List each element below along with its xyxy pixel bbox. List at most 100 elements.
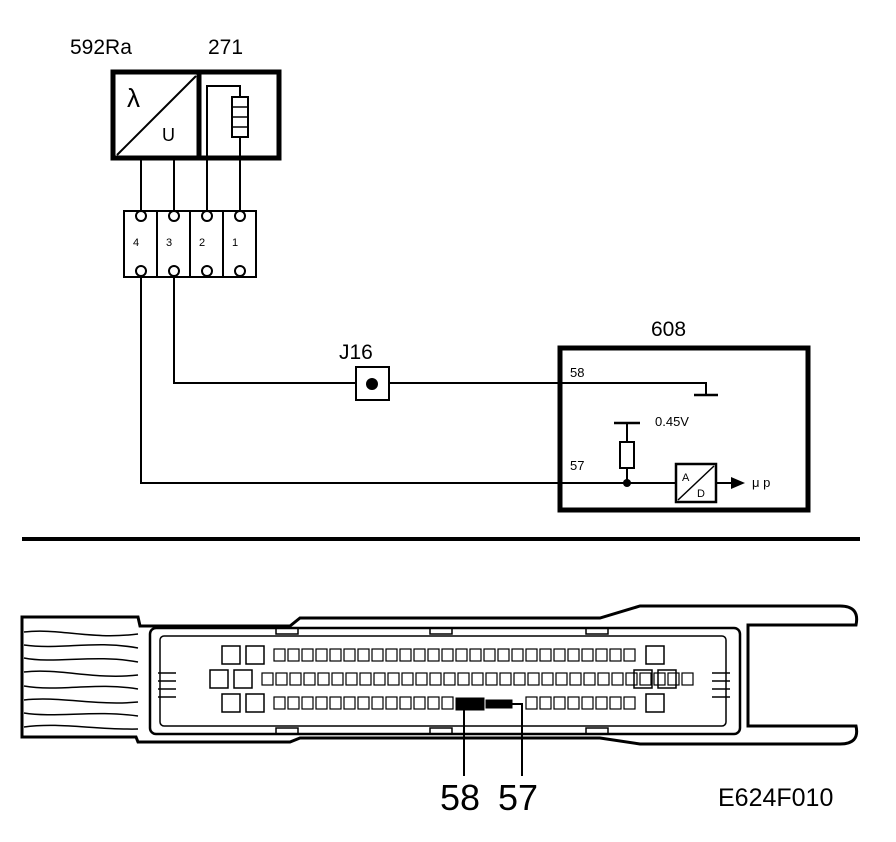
connector-pin-cell <box>373 672 386 686</box>
connector-pin-cell <box>567 648 580 662</box>
connector-pin-cell <box>569 672 582 686</box>
connector-pin-cell <box>623 648 636 662</box>
connector-pin-cell <box>273 648 286 662</box>
connector-pin-cell <box>359 672 372 686</box>
connector-pin-cell <box>401 672 414 686</box>
connector-pin-cell <box>483 648 496 662</box>
connector-pin-cell <box>329 648 342 662</box>
junction-label: J16 <box>339 341 373 364</box>
connector-pin-cell <box>443 672 456 686</box>
connector-pin-cell <box>357 696 370 710</box>
connector-pin-cell <box>653 672 666 686</box>
signal-wires <box>140 276 560 484</box>
connector-pin-cell <box>301 648 314 662</box>
connector-pin-cell <box>639 672 652 686</box>
connector-pin-cell <box>541 672 554 686</box>
connector-pin-cell <box>317 672 330 686</box>
connector-pin-cell <box>527 672 540 686</box>
connector-pin-cell <box>315 648 328 662</box>
connector-pin-cell <box>539 696 552 710</box>
connector-pin-cell <box>513 672 526 686</box>
connector-pin-cell <box>287 648 300 662</box>
wire-pin3-to-j16 <box>173 276 356 384</box>
connector-pin-cell <box>583 672 596 686</box>
connector-pin-cell <box>357 648 370 662</box>
connector-pin-cell <box>609 696 622 710</box>
ecu-pin-58-label: 58 <box>570 365 584 380</box>
lambda-symbol: λ <box>127 83 140 113</box>
connector-pin-cell <box>581 648 594 662</box>
adc-a-label: A <box>682 472 690 484</box>
connector-pin-cell <box>371 696 384 710</box>
connector-pin-cell <box>427 696 440 710</box>
connector-pin-cell <box>345 672 358 686</box>
connector-pin-cell <box>331 672 344 686</box>
connector-pin-cell <box>555 672 568 686</box>
connector-pin-cell <box>329 696 342 710</box>
ecu-id-label: 608 <box>651 318 686 341</box>
connector-pin-cell <box>289 672 302 686</box>
connector-pin-cell <box>667 672 680 686</box>
connector-pin-cell <box>441 696 454 710</box>
connector-pin-cell <box>525 648 538 662</box>
connector-pin-cell <box>681 672 694 686</box>
connector-pin-cell <box>429 672 442 686</box>
pin-57-highlight <box>485 699 513 709</box>
connector-pin-cell <box>497 648 510 662</box>
connector-pin-cell <box>399 648 412 662</box>
connector-pin-cell <box>427 648 440 662</box>
connector-pin-cell <box>455 648 468 662</box>
connector-pin-cell <box>399 696 412 710</box>
connector-pin-cell <box>485 672 498 686</box>
ecu-harness-connector <box>20 604 859 776</box>
connector-pin-cell <box>441 648 454 662</box>
bias-voltage-label: 0.45V <box>655 414 689 429</box>
ecu-pin-57-label: 57 <box>570 458 584 473</box>
connector-pin-cell <box>385 696 398 710</box>
connector-pin-cell <box>315 696 328 710</box>
pin-3-label: 3 <box>166 237 172 249</box>
pin-4-label: 4 <box>133 237 139 249</box>
connector-pin-cell <box>413 696 426 710</box>
connector-pin-cell <box>623 696 636 710</box>
connector-pin-cell <box>343 648 356 662</box>
connector-pin-cell <box>595 696 608 710</box>
callout-57-label: 57 <box>498 777 538 818</box>
connector-pin-cell <box>611 672 624 686</box>
connector-pin-cell <box>387 672 400 686</box>
bias-resistor-icon <box>619 441 635 469</box>
connector-pin-cell <box>511 648 524 662</box>
junction-j16: J16 <box>339 341 390 401</box>
four-pin-connector: 4 3 2 1 <box>123 210 257 278</box>
connector-pin-cell <box>273 696 286 710</box>
sensor-id-label: 592Ra <box>70 36 132 59</box>
pin-58-highlight <box>455 697 485 711</box>
oxygen-sensor-block: λ U 592Ra 271 <box>70 36 282 161</box>
mcu-label: μ p <box>752 475 770 490</box>
connector-pin-cell <box>595 648 608 662</box>
connector-pin-cell <box>469 648 482 662</box>
connector-pin-cell <box>343 696 356 710</box>
callout-58-label: 58 <box>440 777 480 818</box>
connector-pin-cell <box>471 672 484 686</box>
arrow-right-icon <box>731 477 745 489</box>
connector-pin-cell <box>287 696 300 710</box>
sensor-leads <box>140 158 241 211</box>
connector-pin-cell <box>413 648 426 662</box>
adc-d-label: D <box>697 488 705 500</box>
connector-pin-cell <box>415 672 428 686</box>
pin-2-label: 2 <box>199 237 205 249</box>
connector-pin-cell <box>275 672 288 686</box>
wire-pin4-to-ecu <box>140 276 560 484</box>
connector-pin-cell <box>261 672 274 686</box>
pin-1-label: 1 <box>232 237 238 249</box>
sensor-output-label: U <box>162 125 175 145</box>
heater-id-label: 271 <box>208 36 243 59</box>
connector-pin-cell <box>385 648 398 662</box>
sensor-diagonal <box>116 75 197 156</box>
connector-pin-cell <box>499 672 512 686</box>
heater-wire <box>206 85 241 158</box>
connector-pin-cell <box>457 672 470 686</box>
connector-pin-cell <box>581 696 594 710</box>
